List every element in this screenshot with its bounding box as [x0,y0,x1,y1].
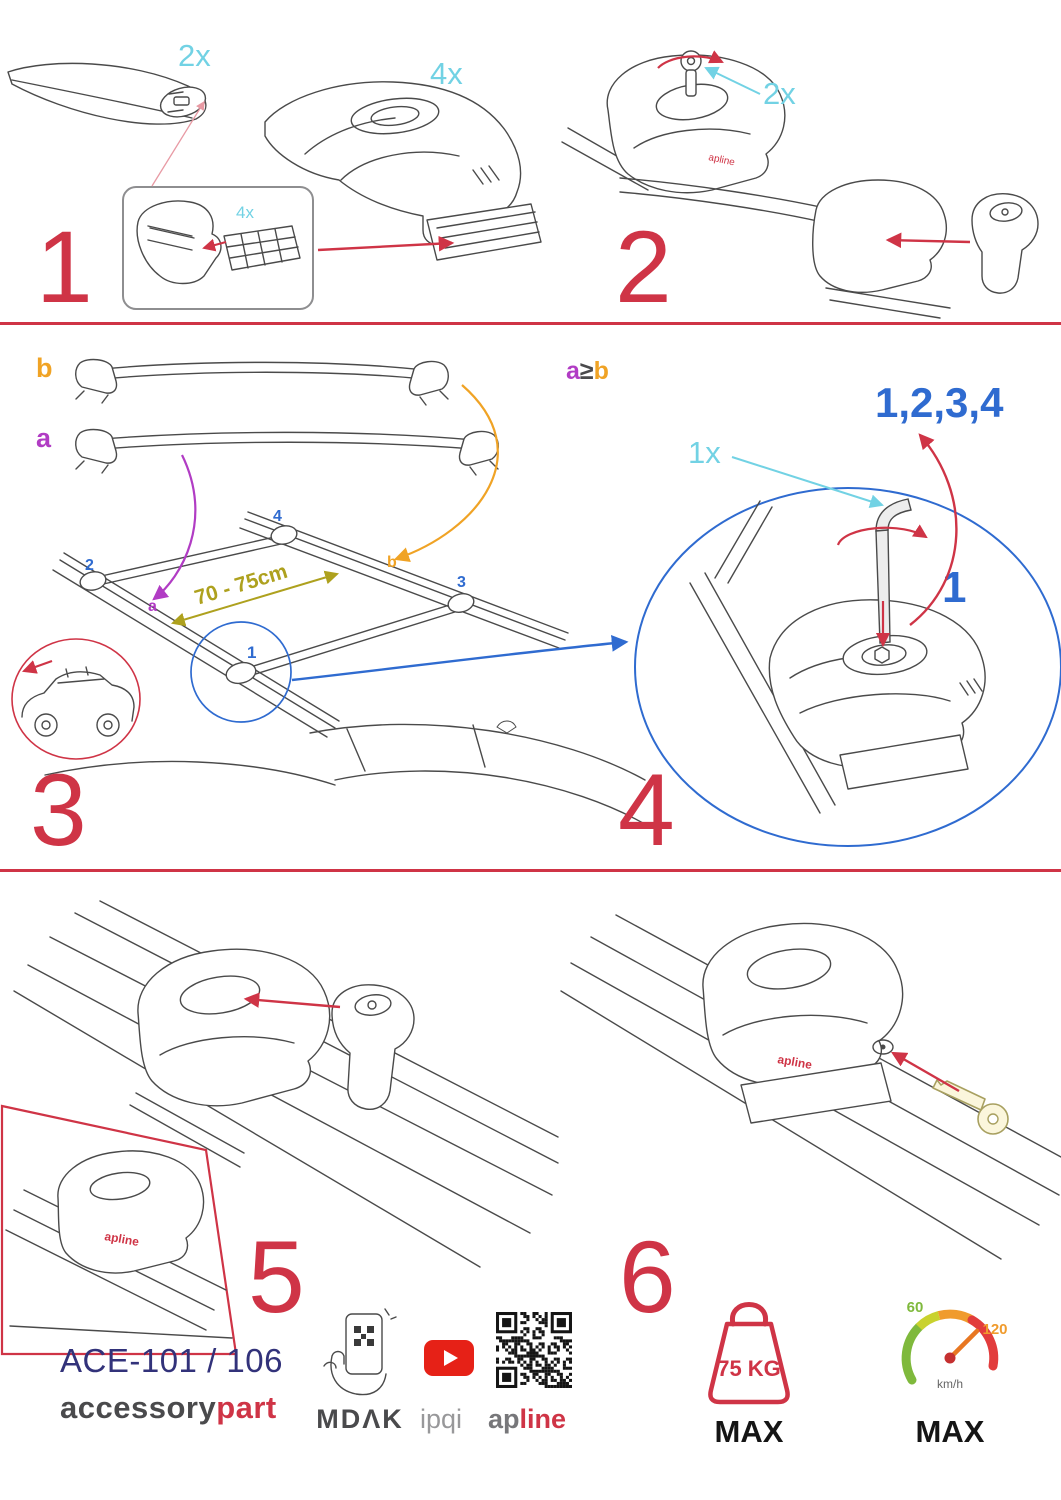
step-5: apline 5 [0,880,560,1440]
youtube-icon [424,1340,474,1376]
roof-b-label: b [387,554,397,571]
rule-label: a≥b [566,357,609,386]
step5-number: 5 [248,1220,305,1334]
bar-b-label: b [36,353,53,383]
bar-b-illustration [75,358,449,406]
brand-logo: accessorypart [60,1390,277,1426]
travel-direction-arrow [21,659,53,674]
bar-quantity: 2x [178,38,211,73]
key-quantity: 2x [763,76,796,111]
step6-number: 6 [619,1220,676,1334]
inset-foot-logo: apline [103,1229,140,1249]
tightening-detail-illustration [634,487,1061,847]
footer: ACE-101 / 106 accessorypart MDΛK ipqi ap… [0,1280,1061,1500]
pad-detail-drawing: 4x [136,200,301,285]
max-weight-value: 75 KG [717,1356,781,1381]
max-weight-label: MAX [714,1414,784,1449]
foot-logo-text: apline [776,1052,813,1072]
speed-unit-label: km/h [937,1377,963,1391]
apline-accent: line [519,1404,567,1434]
keyhole-icon [880,1044,886,1050]
rule-operator: ≥ [579,357,594,385]
rule-a: a [566,357,580,385]
cover-to-foot-arrow [885,232,971,249]
lock-cover-illustration [13,900,559,1268]
car-direction-inset [11,638,141,760]
key-insert-arrow [890,1051,960,1093]
bar-a-illustration [75,428,499,476]
speedometer-needle [947,1328,980,1361]
key-rotation-arrow [657,50,724,69]
pad-place-arrow [202,238,227,252]
pad-detail-inset: 4x [122,186,314,310]
max-speed-label: MAX [915,1414,985,1449]
roof-illustration: 70 - 75cm 2 4 3 1 b a [44,508,651,828]
max-weight-icon: 75 KG [708,1302,790,1405]
first-position: 1 [942,563,967,612]
step3-number: 3 [30,753,87,867]
speed-low-label: 60 [907,1299,924,1316]
crossbar-illustration [7,62,207,125]
step-1: 2x 4x 4x 1 [0,0,560,322]
position-1-highlight-circle [190,621,292,723]
rule-b: b [593,357,609,385]
key-icon [932,1079,1009,1135]
step-3: b a 70 - 75cm 2 4 3 1 b [0,335,651,869]
pos-1-label: 1 [247,643,256,662]
speed-high-label: 120 [982,1321,1007,1338]
qr-code-modules [496,1312,572,1388]
step-6: apline 6 [560,880,1061,1440]
qr-code-icon [496,1312,572,1388]
pos-4-label: 4 [273,508,282,525]
section-divider-1 [0,322,1061,325]
pos-3-label: 3 [457,574,466,591]
step4-number: 4 [618,753,675,867]
bolt-hex [874,646,890,664]
mdak-phone-icon [323,1308,397,1396]
step1-number: 1 [36,210,93,324]
mdak-logo-text: MDΛK [316,1404,404,1434]
distance-arrow [170,570,340,627]
assembly-illustration [619,177,1039,319]
brand-accent: part [216,1390,277,1425]
bar-a-label: a [36,423,52,453]
model-number: ACE-101 / 106 [60,1342,283,1379]
cover-slide-arrow [243,992,341,1009]
foot-illustration [264,81,542,261]
antenna-fin [496,720,517,734]
pad-quantity: 4x [236,203,254,222]
section-divider-2 [0,869,1061,872]
keyhole-icon [367,1000,377,1010]
pos-2-label: 2 [85,557,94,574]
speed-limit-icon: 60 120 km/h [901,1299,1008,1391]
step-2: apline 2x 2 [560,0,1061,322]
brand-primary: accessory [60,1390,217,1425]
locked-foot-inset: apline [0,1104,238,1356]
roof-a-label: a [148,598,157,615]
qr-finder-patterns [496,1312,572,1388]
foot-quantity: 4x [430,56,463,91]
ipqi-logo-text: ipqi [420,1404,463,1434]
apline-logo-text: apline [488,1404,566,1435]
apline-prefix: ap [488,1404,520,1434]
step-4: a≥b 1,2,3,4 1x 1 4 [560,335,1061,869]
key-insert-illustration: apline [560,914,1061,1260]
step2-number: 2 [615,210,672,324]
tool-quantity: 1x [688,435,721,470]
tighten-sequence: 1,2,3,4 [875,379,1004,426]
